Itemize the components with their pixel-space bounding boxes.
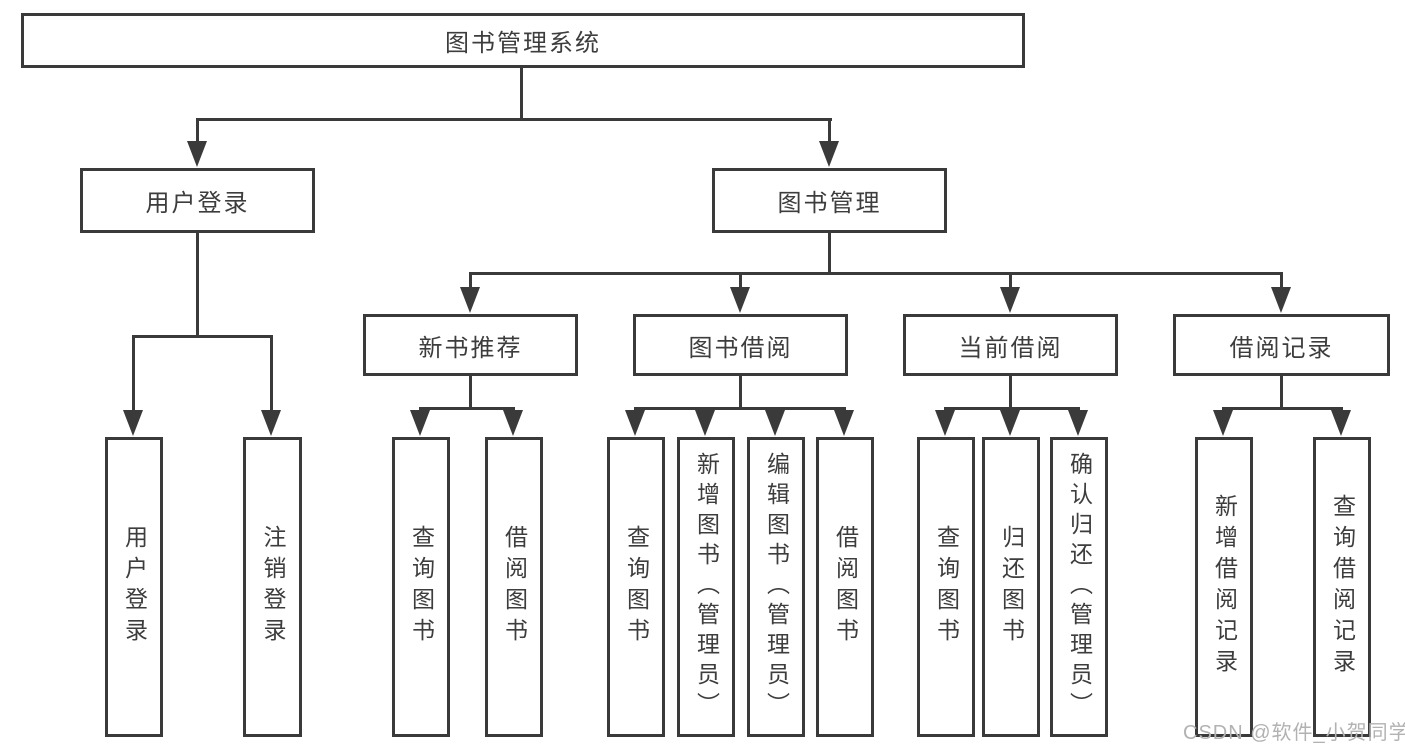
arrowhead-icon bbox=[1213, 410, 1233, 436]
arrowhead-icon bbox=[625, 410, 645, 436]
connector-drop-leaf bbox=[270, 335, 273, 417]
arrowhead-icon bbox=[765, 410, 785, 436]
connector-drop-level3 bbox=[1280, 272, 1283, 292]
arrowhead-icon bbox=[695, 410, 715, 436]
arrowhead-icon bbox=[261, 410, 281, 436]
connector-records-bus bbox=[1222, 407, 1343, 410]
leaf-query-book-1: 查询图书 bbox=[392, 437, 450, 737]
node-book-management-label: 图书管理 bbox=[777, 190, 882, 217]
leaf-add-borrow-record: 新增借阅记录 bbox=[1195, 437, 1253, 737]
connector-new-book-stem bbox=[469, 376, 472, 407]
node-book-borrow: 图书借阅 bbox=[633, 314, 848, 376]
connector-book-management-bus bbox=[469, 272, 1283, 275]
arrowhead-icon bbox=[1000, 287, 1020, 313]
connector-root-stem bbox=[520, 68, 523, 118]
connector-user-login-bus bbox=[132, 335, 273, 338]
leaf-borrow-book-2: 借阅图书 bbox=[816, 437, 874, 737]
leaf-borrow-book-1: 借阅图书 bbox=[485, 437, 543, 737]
leaf-return-book: 归还图书 bbox=[982, 437, 1040, 737]
node-user-login-label: 用户登录 bbox=[145, 190, 250, 217]
leaf-borrow-book-2-label: 借阅图书 bbox=[832, 525, 859, 649]
node-current-borrow-label: 当前借阅 bbox=[958, 334, 1063, 362]
leaf-edit-book-admin-label: 编辑图书（管理员） bbox=[763, 452, 790, 722]
arrowhead-icon bbox=[819, 141, 839, 167]
leaf-logout-label: 注销登录 bbox=[260, 525, 286, 649]
csdn-watermark: CSDN @软件_小贺同学 bbox=[1183, 722, 1405, 744]
connector-current-borrow-bus bbox=[944, 407, 1080, 410]
connector-book-borrow-bus bbox=[634, 407, 846, 410]
arrowhead-icon bbox=[730, 287, 750, 313]
node-new-book-recommend-label: 新书推荐 bbox=[418, 334, 523, 362]
arrowhead-icon bbox=[1331, 410, 1351, 436]
arrowhead-icon bbox=[410, 410, 430, 436]
leaf-query-book-2: 查询图书 bbox=[607, 437, 665, 737]
leaf-confirm-return-admin-label: 确认归还（管理员） bbox=[1066, 452, 1093, 722]
connector-current-borrow-stem bbox=[1009, 376, 1012, 407]
leaf-user-login-label: 用户登录 bbox=[121, 525, 148, 649]
arrowhead-icon bbox=[834, 410, 854, 436]
connector-drop-level3 bbox=[1009, 272, 1012, 292]
node-current-borrow: 当前借阅 bbox=[903, 314, 1118, 376]
arrowhead-icon bbox=[1068, 410, 1088, 436]
node-borrow-records-label: 借阅记录 bbox=[1229, 334, 1334, 362]
connector-drop-level3 bbox=[469, 272, 472, 292]
node-book-management: 图书管理 bbox=[712, 168, 947, 233]
leaf-query-book-3: 查询图书 bbox=[917, 437, 975, 737]
leaf-query-book-3-label: 查询图书 bbox=[933, 525, 960, 649]
leaf-logout: 注销登录 bbox=[243, 437, 302, 737]
leaf-user-login: 用户登录 bbox=[105, 437, 163, 737]
node-root-label: 图书管理系统 bbox=[445, 30, 601, 57]
connector-drop-leaf bbox=[132, 335, 135, 417]
leaf-edit-book-admin: 编辑图书（管理员） bbox=[747, 437, 805, 737]
leaf-confirm-return-admin: 确认归还（管理员） bbox=[1050, 437, 1108, 737]
connector-drop-book-management bbox=[828, 118, 831, 146]
node-book-borrow-label: 图书借阅 bbox=[688, 334, 793, 362]
arrowhead-icon bbox=[1271, 287, 1291, 313]
arrowhead-icon bbox=[1000, 410, 1020, 436]
leaf-add-book-admin: 新增图书（管理员） bbox=[677, 437, 735, 737]
leaf-query-book-2-label: 查询图书 bbox=[623, 525, 650, 649]
node-user-login: 用户登录 bbox=[80, 168, 315, 233]
arrowhead-icon bbox=[460, 287, 480, 313]
leaf-query-borrow-record-label: 查询借阅记录 bbox=[1329, 494, 1356, 680]
node-borrow-records: 借阅记录 bbox=[1173, 314, 1390, 376]
connector-drop-level3 bbox=[739, 272, 742, 292]
arrowhead-icon bbox=[123, 410, 143, 436]
connector-records-stem bbox=[1280, 376, 1283, 408]
leaf-query-book-1-label: 查询图书 bbox=[408, 525, 435, 649]
arrowhead-icon bbox=[503, 410, 523, 436]
node-new-book-recommend: 新书推荐 bbox=[363, 314, 578, 376]
arrowhead-icon bbox=[187, 141, 207, 167]
connector-user-login-stem bbox=[196, 233, 199, 335]
connector-drop-user-login bbox=[196, 118, 199, 146]
connector-book-management-stem bbox=[828, 233, 831, 272]
connector-book-borrow-stem bbox=[739, 376, 742, 407]
leaf-add-book-admin-label: 新增图书（管理员） bbox=[693, 452, 720, 722]
leaf-return-book-label: 归还图书 bbox=[998, 525, 1025, 649]
connector-root-bus bbox=[196, 118, 832, 121]
leaf-query-borrow-record: 查询借阅记录 bbox=[1313, 437, 1371, 737]
leaf-borrow-book-1-label: 借阅图书 bbox=[501, 525, 528, 649]
connector-new-book-bus bbox=[419, 407, 515, 410]
node-root-library-system: 图书管理系统 bbox=[21, 13, 1025, 68]
leaf-add-borrow-record-label: 新增借阅记录 bbox=[1211, 494, 1238, 680]
arrowhead-icon bbox=[935, 410, 955, 436]
